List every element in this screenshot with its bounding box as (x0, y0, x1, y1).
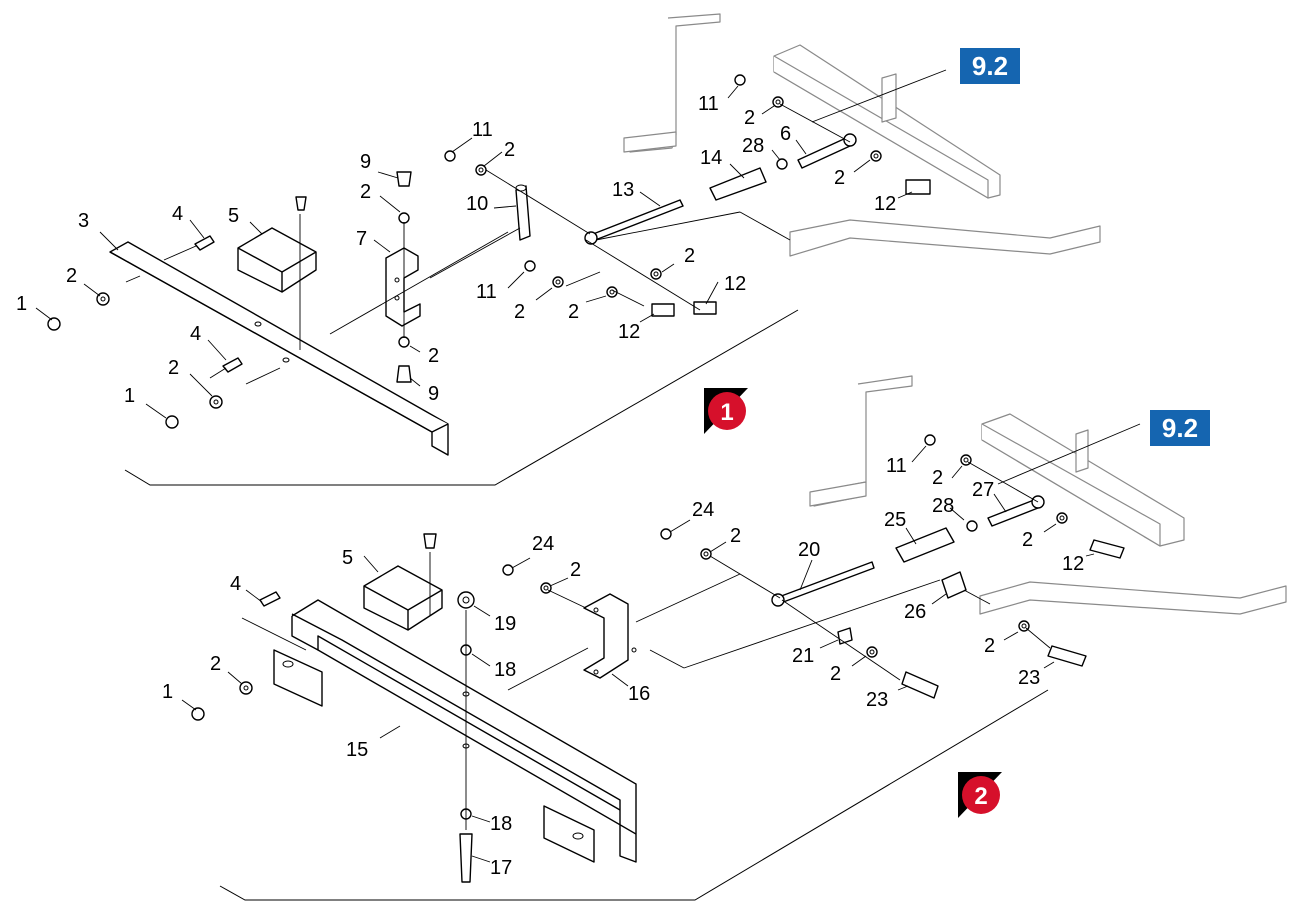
callout: 20 (798, 539, 820, 561)
badge-label: 1 (720, 399, 733, 426)
reference-label: 9.2 (1162, 413, 1198, 443)
callout: 6 (780, 123, 791, 145)
callout: 11 (472, 119, 493, 141)
callout: 2 (684, 245, 695, 267)
callout: 18 (494, 659, 516, 681)
callout: 24 (692, 499, 714, 521)
callout: 18 (490, 813, 512, 835)
view-badge-1: 1 (704, 388, 748, 434)
callout: 1 (124, 385, 135, 407)
callout: 12 (618, 321, 640, 343)
part-5-box (237, 227, 317, 293)
callout: 2 (984, 635, 995, 657)
part-10-spacer (515, 184, 531, 241)
callout: 2 (210, 653, 221, 675)
callout: 4 (190, 323, 201, 345)
callout: 10 (466, 193, 488, 215)
part-7-bracket (385, 247, 421, 327)
callout: 25 (884, 509, 906, 531)
leader-lines-view-1 (35, 69, 947, 419)
hardware-view-1 (47, 74, 931, 429)
callout: 11 (698, 93, 719, 115)
view-1-frame (124, 309, 799, 486)
badge-label: 2 (974, 783, 987, 810)
callout: 12 (724, 273, 746, 295)
callout: 4 (230, 573, 241, 595)
callouts-view-1: 1 2 3 4 5 9 2 7 10 11 2 13 14 28 6 11 2 … (16, 93, 896, 407)
callout: 14 (700, 147, 722, 169)
callout: 2 (744, 107, 755, 129)
callout: 16 (628, 683, 650, 705)
callout: 23 (1018, 667, 1040, 689)
vehicle-frame-ghost-2 (809, 375, 1287, 615)
callout: 24 (532, 533, 554, 555)
callout: 12 (1062, 553, 1084, 575)
callout: 9 (360, 151, 371, 173)
callout: 5 (228, 205, 239, 227)
callout: 2 (1022, 529, 1033, 551)
callout: 27 (972, 479, 994, 501)
callout: 23 (866, 689, 888, 711)
callout: 2 (568, 301, 579, 323)
callout: 26 (904, 601, 926, 623)
callout: 1 (16, 293, 27, 315)
callout: 9 (428, 383, 439, 405)
view-1: 1 2 3 4 5 9 2 7 10 11 2 13 14 28 6 11 2 … (16, 13, 1101, 486)
callout: 2 (504, 139, 515, 161)
callout: 2 (830, 663, 841, 685)
leader-lines-view-2 (181, 423, 1141, 863)
callout: 15 (346, 739, 368, 761)
callout: 21 (792, 645, 814, 667)
callout: 2 (730, 525, 741, 547)
callout: 2 (570, 559, 581, 581)
hardware-view-2 (191, 434, 1125, 883)
callout: 3 (78, 210, 89, 232)
callout: 2 (834, 167, 845, 189)
view-2-frame (219, 689, 1049, 901)
callout: 11 (476, 281, 497, 303)
callout: 7 (356, 228, 367, 250)
part-5-box-view-2 (363, 565, 443, 631)
callout: 2 (932, 467, 943, 489)
callouts-view-2: 4 5 2 1 15 19 18 18 17 24 2 24 2 16 20 2… (162, 455, 1084, 879)
part-15-channel (273, 599, 637, 863)
callout: 2 (168, 357, 179, 379)
part-3-rail (109, 241, 449, 456)
callout: 11 (886, 455, 907, 477)
callout: 2 (514, 301, 525, 323)
view-badge-2: 2 (958, 772, 1002, 818)
vehicle-frame-ghost-1 (623, 13, 1101, 257)
callout: 12 (874, 193, 896, 215)
reference-box-2[interactable]: 9.2 (1150, 410, 1210, 446)
view-2: 4 5 2 1 15 19 18 18 17 24 2 24 2 16 20 2… (162, 375, 1287, 901)
callout: 2 (360, 181, 371, 203)
reference-label: 9.2 (972, 51, 1008, 81)
part-16-bracket (583, 593, 637, 679)
callout: 2 (66, 265, 77, 287)
callout: 28 (742, 135, 764, 157)
reference-box-1[interactable]: 9.2 (960, 48, 1020, 84)
callout: 5 (342, 547, 353, 569)
callout: 17 (490, 857, 512, 879)
callout: 4 (172, 203, 183, 225)
callout: 1 (162, 681, 173, 703)
callout: 28 (932, 495, 954, 517)
callout: 19 (494, 613, 516, 635)
callout: 13 (612, 179, 634, 201)
callout: 2 (428, 345, 439, 367)
